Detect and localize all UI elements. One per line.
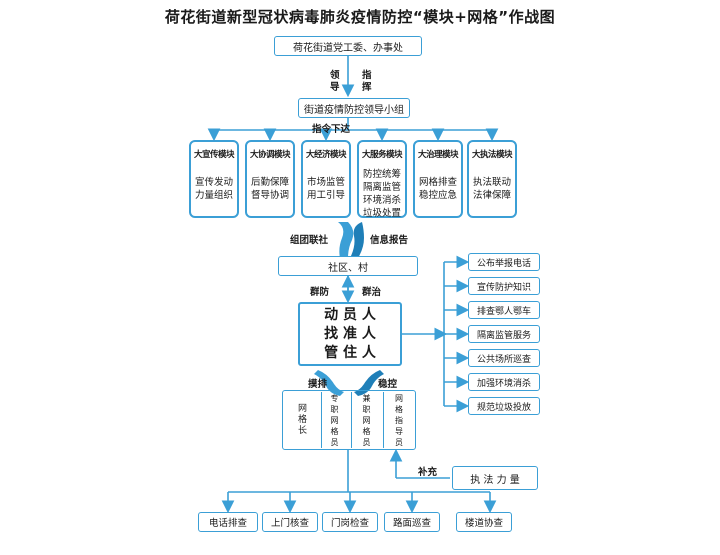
module-desc: 执法联动法律保障 (473, 177, 512, 201)
grid-column: 专职网格员 (318, 392, 352, 448)
party-committee-box: 荷花街道党工委、办事处 (274, 36, 422, 56)
right-item: 排查鄂人鄂车 (468, 301, 540, 319)
enforcement-force-label: 执 法 力 量 (470, 474, 520, 486)
bottom-item: 门岗检查 (322, 512, 378, 532)
stabilize-label: 稳控 (378, 379, 398, 390)
grid-column: 网格指导员 (382, 392, 416, 448)
module-publicity: 大宣传模块 宣传发动力量组织 (189, 140, 239, 218)
module-name: 大经济模块 (305, 150, 347, 160)
module-name: 大服务模块 (361, 150, 403, 160)
grid-column-label: 网格指导员 (395, 393, 403, 447)
mobilize-line: 找 准 人 (324, 325, 376, 342)
info-report-label: 信息报告 (370, 235, 409, 246)
bottom-item: 楼道协查 (456, 512, 512, 532)
module-service: 大服务模块 防控统筹隔离监管环境消杀垃圾处置 (357, 140, 407, 219)
mobilize-box: 动 员 人 找 准 人 管 住 人 (298, 302, 402, 366)
grid-staff-panel (282, 390, 416, 450)
page-title: 荷花街道新型冠状病毒肺炎疫情防控“模块+网格”作战图 (164, 8, 556, 26)
module-desc: 网格排查稳控应急 (419, 177, 458, 201)
party-committee-label: 荷花街道党工委、办事处 (293, 42, 403, 54)
community-label: 社区、村 (328, 262, 368, 274)
leading-group-box: 街道疫情防控领导小组 (298, 98, 410, 118)
module-economy: 大经济模块 市场监管用工引导 (301, 140, 351, 218)
grid-column-label: 专职网格员 (330, 393, 339, 447)
orders-label: 指令下达 (312, 124, 351, 135)
right-item: 隔离监管服务 (468, 325, 540, 343)
module-desc: 市场监管用工引导 (307, 177, 346, 201)
module-desc: 防控统筹隔离监管环境消杀垃圾处置 (363, 169, 402, 219)
grid-column: 兼职网格员 (350, 392, 384, 448)
group-link-label: 组团联社 (290, 235, 329, 246)
module-enforcement: 大执法模块 执法联动法律保障 (467, 140, 517, 218)
mobilize-line: 动 员 人 (324, 306, 376, 323)
lead-label: 领导 (330, 70, 340, 93)
supplement-label: 补充 (418, 467, 438, 478)
grid-column: 网格长 (284, 392, 322, 448)
enforcement-force-box: 执 法 力 量 (452, 466, 538, 490)
module-desc: 宣传发动力量组织 (195, 177, 234, 201)
module-governance: 大治理模块 网格排查稳控应急 (413, 140, 463, 218)
grid-column-label: 兼职网格员 (362, 393, 371, 447)
bottom-item: 路面巡查 (384, 512, 440, 532)
module-name: 大协调模块 (249, 150, 291, 160)
right-item: 公共场所巡查 (468, 349, 540, 367)
module-name: 大治理模块 (417, 150, 459, 160)
mobilize-line: 管 住 人 (324, 344, 376, 361)
right-item: 加强环境消杀 (468, 373, 540, 391)
community-box: 社区、村 (278, 256, 418, 276)
module-desc: 后勤保障督导协调 (251, 177, 290, 201)
right-item: 宣传防护知识 (468, 277, 540, 295)
handshake-icon (338, 222, 364, 258)
bottom-item: 电话排查 (198, 512, 258, 532)
mass-defense-label: 群防 (310, 287, 330, 298)
right-item: 规范垃圾投放 (468, 397, 540, 415)
grid-column-label: 网格长 (297, 403, 307, 436)
investigate-label: 摸排 (308, 379, 328, 390)
leading-group-label: 街道疫情防控领导小组 (304, 104, 404, 116)
module-coordination: 大协调模块 后勤保障督导协调 (245, 140, 295, 218)
bottom-item: 上门核查 (262, 512, 318, 532)
command-label: 指挥 (362, 70, 372, 93)
mass-governance-label: 群治 (362, 287, 382, 298)
hands-support-icon (314, 370, 384, 396)
right-item: 公布举报电话 (468, 253, 540, 271)
module-name: 大执法模块 (471, 150, 513, 160)
module-name: 大宣传模块 (193, 150, 235, 160)
